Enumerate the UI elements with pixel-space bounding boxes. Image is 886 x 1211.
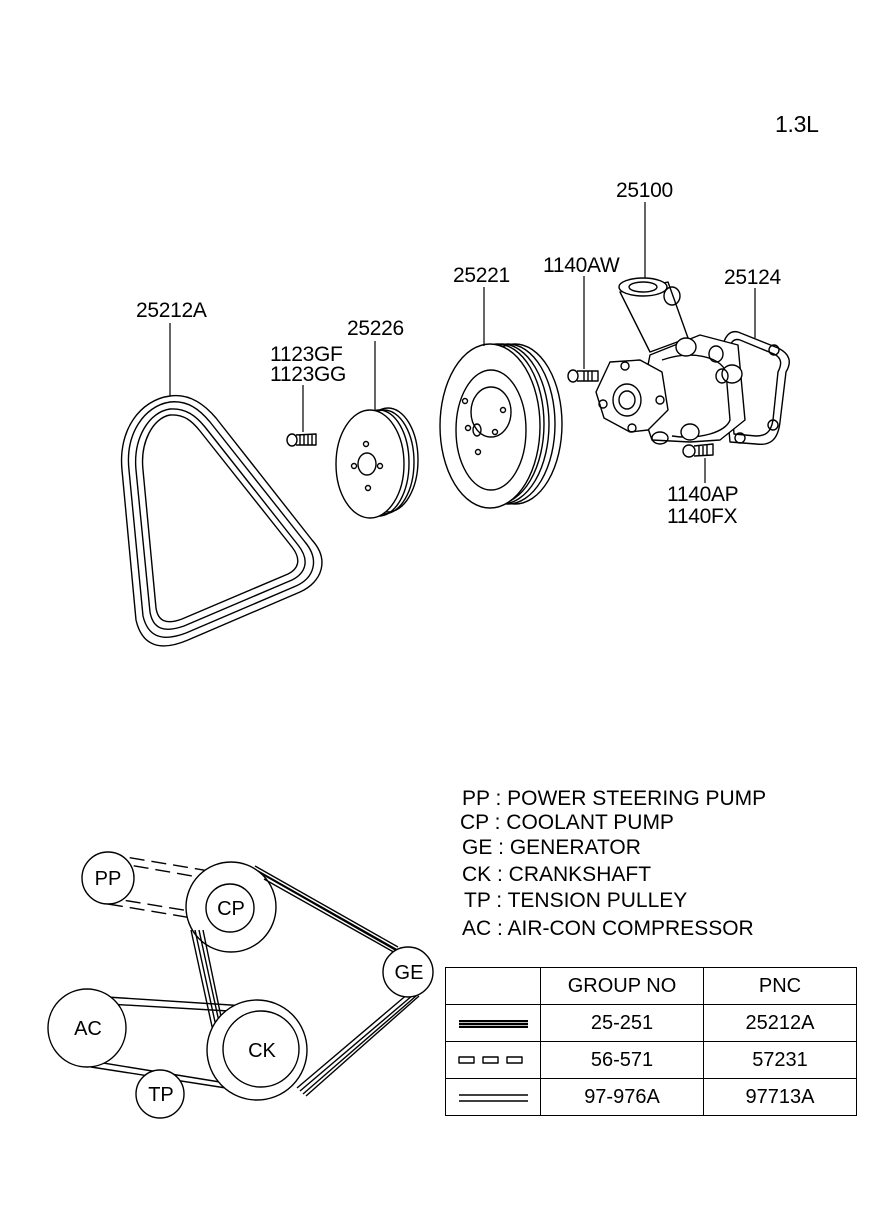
belt-routing-diagram [47, 851, 434, 1119]
cp-label: CP [217, 898, 245, 920]
legend-pp: PP : POWER STEERING PUMP [462, 787, 767, 810]
callout-1123gg: 1123GG [270, 363, 347, 386]
table-row: 56-571 57231 [445, 1041, 857, 1079]
ge-label: GE [395, 962, 424, 984]
tp-label: TP [148, 1084, 174, 1106]
table-row: 25-251 25212A [445, 1004, 857, 1042]
parts-table: GROUP NO PNC 25-251 25212A 56-571 57231 … [445, 967, 857, 1116]
line-symbol-dashed [445, 1041, 541, 1079]
callout-25100: 25100 [616, 179, 673, 202]
pulley-25221 [439, 343, 563, 509]
callout-1140ap: 1140AP [667, 483, 739, 506]
ac-label: AC [74, 1018, 102, 1040]
tp-pulley [135, 1069, 185, 1119]
header-group-no: GROUP NO [540, 967, 704, 1005]
callout-1140aw: 1140AW [543, 254, 620, 277]
pp-label: PP [95, 868, 122, 890]
bolt-1140ap [682, 443, 714, 458]
bolt-1140aw [567, 369, 599, 383]
pulley-25226 [335, 407, 419, 519]
callout-1123gf: 1123GF [270, 343, 343, 366]
group-no-cell: 56-571 [540, 1041, 704, 1079]
group-no-cell: 97-976A [540, 1078, 704, 1116]
callout-25226: 25226 [347, 317, 404, 340]
bolt-1123gf [286, 433, 317, 447]
legend-tp: TP : TENSION PULLEY [464, 889, 688, 912]
header-symbol [445, 967, 541, 1005]
water-pump-25100 [595, 277, 790, 446]
engine-label: 1.3L [775, 111, 819, 137]
table-row: 97-976A 97713A [445, 1078, 857, 1116]
group-no-cell: 25-251 [540, 1004, 704, 1042]
table-header-row: GROUP NO PNC [445, 967, 857, 1005]
line-symbol-double-solid [445, 1004, 541, 1042]
leader-lines [169, 202, 756, 483]
pnc-cell: 25212A [703, 1004, 857, 1042]
routing-labels: PP CP GE AC CK TP [74, 868, 423, 1106]
legend-cp: CP : COOLANT PUMP [460, 811, 674, 834]
header-pnc: PNC [703, 967, 857, 1005]
callout-25212a: 25212A [136, 299, 207, 322]
pnc-cell: 97713A [703, 1078, 857, 1116]
callout-25124: 25124 [724, 266, 781, 289]
callout-25221: 25221 [453, 264, 510, 287]
ge-pulley [382, 946, 434, 998]
pnc-cell: 57231 [703, 1041, 857, 1079]
pp-pulley [81, 851, 135, 905]
ac-pulley [47, 988, 127, 1068]
legend-ac: AC : AIR-CON COMPRESSOR [462, 917, 754, 940]
callout-1140fx: 1140FX [667, 505, 738, 528]
legend-ck: CK : CRANKSHAFT [462, 863, 652, 886]
line-symbol-double-thin [445, 1078, 541, 1116]
drive-belt-25212a [120, 394, 323, 647]
legend-ge: GE : GENERATOR [462, 836, 641, 859]
ck-label: CK [248, 1040, 276, 1062]
